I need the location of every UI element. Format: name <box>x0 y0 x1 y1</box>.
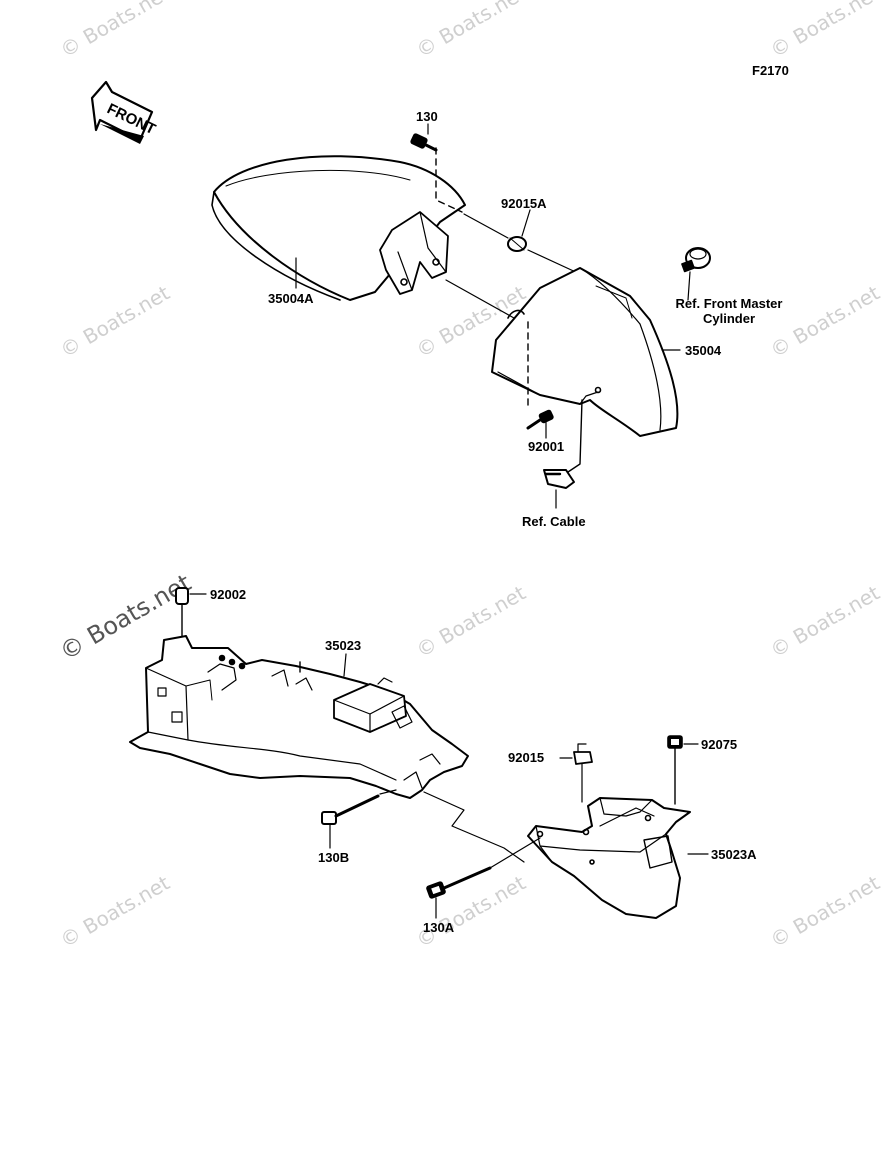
collar-92015A <box>463 213 581 275</box>
guide-line <box>423 791 525 863</box>
part-label-130A: 130A <box>423 920 455 935</box>
ref-cable: Ref. Cable <box>522 514 586 529</box>
bolt-92075 <box>667 735 699 805</box>
leader-line <box>521 209 531 237</box>
figure-code: F2170 <box>752 63 789 78</box>
bolt-130 <box>410 133 463 213</box>
bolt-130A <box>426 837 541 919</box>
master-cylinder-ref-icon <box>681 247 711 301</box>
part-label-130B: 130B <box>318 850 350 865</box>
ref-front-master-line2: Cylinder <box>702 311 755 326</box>
front-arrow-icon: FRONT <box>90 80 158 144</box>
bolt-92002 <box>175 587 207 639</box>
part-label-92002: 92002 <box>210 587 247 602</box>
rear-fender-35023 <box>129 635 469 799</box>
bolt-130B <box>321 789 397 849</box>
part-label-35004A: 35004A <box>268 291 314 306</box>
leader-line <box>343 653 347 677</box>
ref-front-master-line1: Ref. Front Master <box>675 296 783 311</box>
part-label-35023: 35023 <box>325 638 362 653</box>
part-label-35023A: 35023A <box>711 847 757 862</box>
part-label-35004: 35004 <box>685 343 722 358</box>
collar-92015 <box>559 743 593 803</box>
front-fender-rear-35004A <box>211 155 466 301</box>
front-fender-front-35004 <box>445 267 679 437</box>
cable-clamp-ref-icon <box>543 399 583 509</box>
rear-flap-35023A <box>527 797 691 919</box>
part-label-130: 130 <box>416 109 438 124</box>
part-label-92015A: 92015A <box>501 196 547 211</box>
part-label-92001: 92001 <box>528 439 565 454</box>
ref-front-master-cylinder: Ref. Front Master Cylinder <box>667 296 791 326</box>
bolt-92001 <box>526 321 554 439</box>
part-label-92015: 92015 <box>508 750 545 765</box>
part-label-92075: 92075 <box>701 737 738 752</box>
